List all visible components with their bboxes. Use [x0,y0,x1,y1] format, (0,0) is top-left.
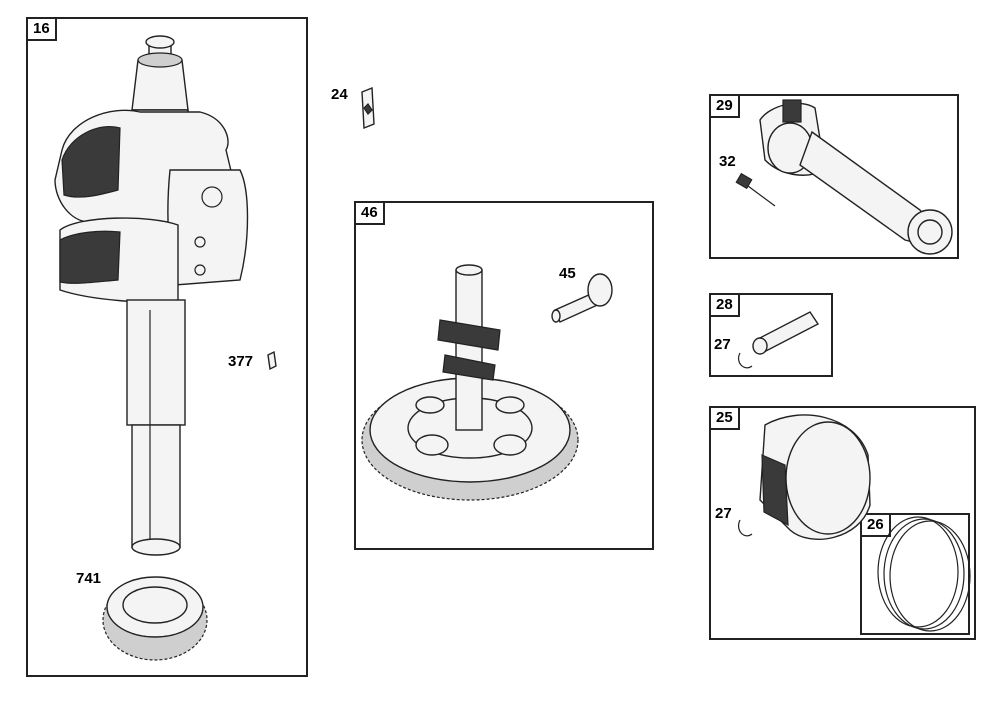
gear-741-drawing [102,576,208,661]
callout-16: 16 [28,19,57,41]
callout-27-pin: 27 [714,336,731,353]
callout-24: 24 [331,86,348,103]
bolt-32-drawing [735,172,776,207]
callout-45: 45 [559,265,576,282]
callout-741: 741 [76,570,102,587]
camshaft-drawing [361,264,579,501]
piston-pin-drawing [738,311,820,369]
key-24-drawing [361,86,375,130]
callout-377: 377 [228,353,254,370]
callout-26: 26 [862,515,891,537]
piston-rings-drawing [877,516,971,632]
callout-27-piston: 27 [715,505,732,522]
piston-drawing [738,414,871,540]
callout-28: 28 [711,295,740,317]
callout-25: 25 [711,408,740,430]
conrod-drawing [759,99,953,255]
callout-32: 32 [719,153,736,170]
callout-29: 29 [711,96,740,118]
key-377-drawing [267,350,277,371]
part-45-drawing [551,273,613,323]
crankshaft-drawing [54,35,249,556]
callout-46: 46 [356,203,385,225]
